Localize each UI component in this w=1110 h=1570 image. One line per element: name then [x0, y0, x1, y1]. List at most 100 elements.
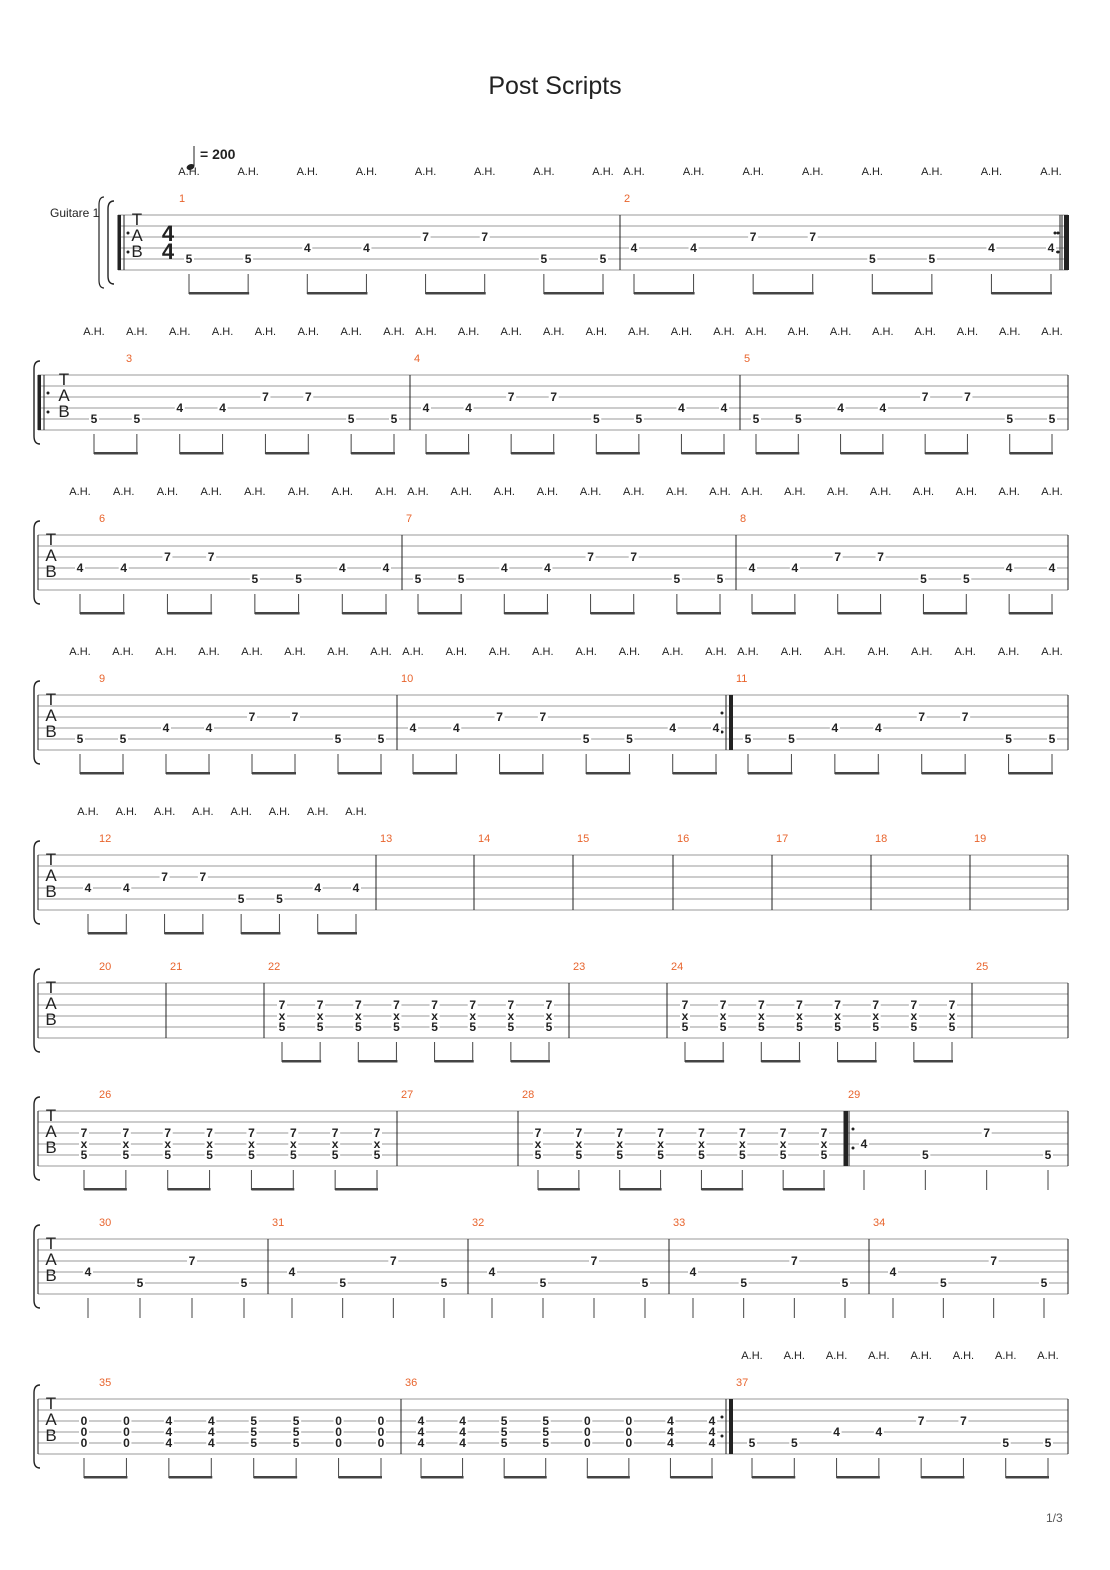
artificial-harmonic-label: A.H.: [999, 326, 1020, 338]
fret-number: 7: [698, 1126, 705, 1140]
note-bg: [217, 402, 228, 414]
measure-number: 18: [875, 833, 887, 845]
note-bg: [161, 722, 171, 734]
note-bg: [277, 999, 287, 1011]
artificial-harmonic-label: A.H.: [198, 646, 219, 658]
system-bracket: [33, 520, 41, 605]
note-bg: [246, 1138, 257, 1150]
page-number: 1/3: [1046, 1511, 1063, 1525]
fret-number: 5: [546, 1020, 553, 1034]
note-bg: [633, 413, 644, 425]
artificial-harmonic-label: A.H.: [458, 326, 479, 338]
fret-number: 5: [91, 412, 98, 426]
note-bg: [573, 1138, 584, 1150]
fret-number: 4: [459, 1414, 466, 1428]
fret-number: 0: [335, 1436, 342, 1450]
note-beam: [338, 1476, 382, 1479]
fret-number: 7: [911, 998, 918, 1012]
fret-number: 7: [918, 710, 925, 724]
fret-number: 5: [542, 1436, 549, 1450]
artificial-harmonic-label: A.H.: [77, 806, 98, 818]
note-beam: [619, 1188, 662, 1191]
note-bg: [988, 1255, 999, 1267]
fret-number: 4: [208, 1414, 215, 1428]
dead-note: x: [616, 1137, 623, 1151]
system-bracket: [107, 200, 115, 285]
note-beam: [753, 292, 814, 295]
note-beam: [590, 612, 635, 615]
note-bg: [540, 1426, 551, 1438]
fret-number: 4: [166, 1436, 173, 1450]
note-bg: [174, 402, 185, 414]
fret-number: 4: [678, 401, 685, 415]
fret-number: 5: [720, 1020, 727, 1034]
fret-number: 0: [335, 1414, 342, 1428]
note-bg: [1000, 1437, 1011, 1449]
note-bg: [456, 573, 467, 585]
note-bg: [75, 562, 85, 574]
note-bg: [665, 1437, 676, 1449]
fret-number: 5: [940, 1276, 947, 1290]
fret-number: 5: [753, 412, 760, 426]
note-bg: [737, 1127, 748, 1139]
artificial-harmonic-label: A.H.: [415, 166, 436, 178]
note-beam: [88, 932, 128, 935]
artificial-harmonic-label: A.H.: [826, 1350, 847, 1362]
dead-note: x: [164, 1137, 171, 1151]
artificial-harmonic-label: A.H.: [255, 326, 276, 338]
measure-number: 31: [272, 1217, 284, 1229]
artificial-harmonic-label: A.H.: [592, 166, 613, 178]
dead-note: x: [821, 1137, 828, 1151]
fret-number: 5: [872, 1020, 879, 1034]
measure-number: 2: [624, 193, 630, 205]
note-beam: [167, 1188, 211, 1191]
note-bg: [789, 562, 800, 574]
tab-clef-letter: T: [46, 530, 56, 549]
note-bg: [544, 1021, 554, 1033]
fret-number: 5: [250, 1414, 257, 1428]
fret-number: 0: [378, 1436, 385, 1450]
artificial-harmonic-label: A.H.: [532, 646, 553, 658]
note-bg: [303, 391, 314, 403]
fret-number: 5: [842, 1276, 849, 1290]
fret-number: 0: [123, 1436, 130, 1450]
note-bg: [756, 1021, 767, 1033]
fret-number: 5: [674, 572, 681, 586]
note-beam: [84, 1188, 127, 1191]
fret-number: 4: [792, 561, 799, 575]
repeat-dot: [46, 410, 50, 414]
note-bg: [718, 1010, 729, 1022]
fret-number: 5: [657, 1148, 664, 1162]
fret-number: 7: [469, 998, 476, 1012]
note-beam: [836, 1476, 880, 1479]
fret-number: 7: [481, 230, 488, 244]
note-beam: [685, 1060, 725, 1063]
note-bg: [372, 1149, 382, 1161]
dead-note: x: [911, 1009, 918, 1023]
fret-number: 4: [667, 1436, 674, 1450]
fret-number: 7: [739, 1126, 746, 1140]
dead-note: x: [469, 1009, 476, 1023]
note-bg: [840, 1277, 850, 1289]
dead-note: x: [834, 1009, 841, 1023]
fret-number: 7: [796, 998, 803, 1012]
note-bg: [506, 391, 517, 403]
repeat-end-thick: [1065, 215, 1069, 270]
artificial-harmonic-label: A.H.: [297, 166, 318, 178]
note-bg: [457, 1437, 468, 1449]
note-bg: [451, 722, 462, 734]
fret-number: 5: [186, 252, 193, 266]
fret-number: 5: [391, 412, 398, 426]
artificial-harmonic-label: A.H.: [69, 486, 90, 498]
fret-number: 7: [587, 550, 594, 564]
fret-number: 5: [1045, 1436, 1052, 1450]
note-bg: [467, 1010, 478, 1022]
note-bg: [75, 733, 85, 745]
note-beam: [241, 932, 281, 935]
repeat-dot: [1053, 231, 1057, 235]
artificial-harmonic-label: A.H.: [788, 326, 809, 338]
measure-number: 17: [776, 833, 788, 845]
fret-number: 7: [962, 710, 969, 724]
note-bg: [870, 999, 881, 1011]
fret-number: 4: [690, 241, 697, 255]
